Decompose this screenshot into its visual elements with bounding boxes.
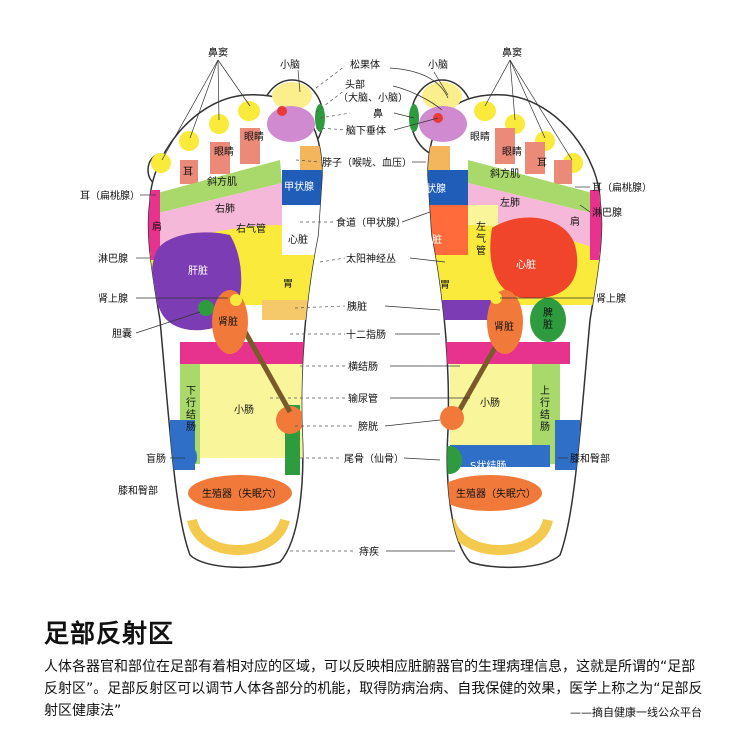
left-organ-liver: 肝脏: [188, 264, 208, 277]
label-small-brain-right: 小脑: [428, 58, 448, 71]
label-small-brain-left: 小脑: [280, 58, 300, 71]
left-organ-descending-colon: 下行结肠: [186, 386, 196, 433]
right-organ-left-lung: 左肺: [500, 196, 520, 209]
label-transverse-colon: 横结肠: [348, 360, 378, 373]
left-organ-shoulder: 肩: [152, 220, 162, 233]
label-coccyx: 尾骨（仙骨）: [344, 452, 404, 465]
right-organ-heart: 心脏: [516, 258, 536, 271]
label-neck: 脖子（喉咙、血压）: [322, 156, 412, 169]
label-solar-plexus: 太阳神经丛: [346, 252, 396, 265]
right-organ-eye-2: 眼睛: [502, 146, 522, 158]
label-knee-hip-right: 膝和臀部: [570, 452, 610, 465]
label-lymph-left: 淋巴腺: [98, 252, 128, 265]
label-ear-tonsil-right: 耳（扁桃腺）: [592, 181, 652, 194]
right-organ-heart-small: 心脏: [422, 233, 442, 246]
label-bladder: 膀胱: [358, 420, 378, 433]
left-organ-eye-1: 眼睛: [244, 131, 264, 143]
label-head-sub: （大脑、小脑）: [338, 91, 408, 104]
label-pituitary: 脑下垂体: [346, 124, 386, 137]
right-organ-reproductive: 生殖器（失眠穴）: [456, 487, 536, 500]
right-organ-shoulder: 肩: [570, 215, 580, 228]
right-organ-spleen: 脾脏: [543, 306, 553, 331]
right-organ-eye-1: 眼睛: [470, 131, 490, 143]
right-organ-ear: 耳: [537, 157, 547, 169]
label-pineal: 松果体: [350, 58, 380, 71]
label-cecum: 盲肠: [146, 452, 166, 465]
label-adrenal-right: 肾上腺: [596, 292, 626, 305]
label-duodenum: 十二指肠: [346, 328, 386, 341]
left-organ-right-lung: 右肺: [215, 202, 235, 215]
label-hemorrhoids: 痔疾: [359, 545, 379, 558]
left-organ-eye-2: 眼睛: [214, 146, 234, 158]
label-esophagus: 食道（甲状腺）: [336, 216, 406, 229]
left-organ-heart: 心脏: [288, 233, 308, 246]
right-organ-trapezius: 斜方肌: [490, 167, 520, 180]
label-nose: 鼻: [373, 107, 383, 120]
label-gallbladder: 胆囊: [112, 327, 132, 340]
label-adrenal-left: 肾上腺: [98, 292, 128, 305]
left-organ-trapezius: 斜方肌: [207, 175, 237, 188]
left-organ-reproductive: 生殖器（失眠穴）: [202, 487, 282, 500]
label-lymph-right-top: 淋巴腺: [592, 206, 622, 219]
label-nose-sinus-right: 鼻窦: [502, 46, 522, 59]
label-ear-tonsil-left: 耳（扁桃腺）: [80, 189, 140, 202]
left-organ-thyroid: 甲状腺: [284, 180, 314, 193]
right-organ-stomach: 胃: [440, 279, 450, 291]
right-organ-sigmoid-colon: S状结肠: [470, 459, 506, 472]
label-knee-hip-left: 膝和臀部: [118, 484, 158, 497]
label-head: 头部: [345, 78, 365, 91]
right-organ-kidney: 肾脏: [494, 320, 514, 333]
label-pancreas: 胰脏: [347, 300, 367, 313]
foot-reflexology-diagram: 耳 眼睛 眼睛 斜方肌 右肺 肩 右气管 甲状腺 心脏 肝脏 胃 肾脏 下行结肠…: [0, 0, 750, 600]
label-nose-sinus-left: 鼻窦: [208, 46, 228, 59]
left-organ-small-intestine: 小肠: [234, 404, 254, 416]
right-organ-thyroid: 甲状腺: [416, 182, 446, 195]
left-organ-ear: 耳: [183, 166, 193, 178]
source-credit: ——摘自健康一线公众平台: [570, 704, 702, 720]
left-organ-kidney: 肾脏: [218, 315, 238, 328]
right-organ-left-bronchus: 左气管: [476, 220, 486, 257]
page-title: 足部反射区: [44, 614, 174, 650]
label-ureter: 输尿管: [348, 392, 378, 405]
left-organ-right-bronchus: 右气管: [236, 222, 266, 235]
right-organ-small-intestine: 小肠: [480, 397, 500, 409]
caption-area: 足部反射区 人体各器官和部位在足部有着相对应的区域，可以反映相应脏腑器官的生理病…: [0, 600, 750, 756]
left-organ-stomach: 胃: [283, 278, 293, 290]
